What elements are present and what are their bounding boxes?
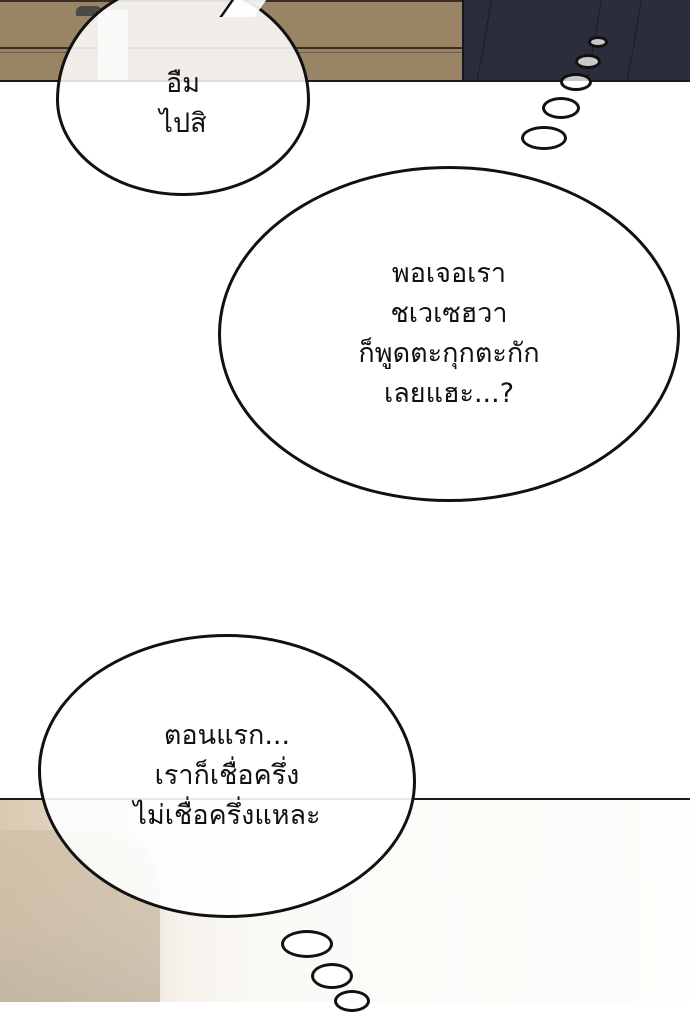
bubble-text-line: ชเวเซฮวา: [390, 298, 508, 329]
bubble-text-line: ไม่เชื่อครึ่งแหละ: [133, 800, 321, 831]
thought-dot: [560, 73, 592, 91]
thought-dot: [281, 930, 333, 958]
coat-fold: [626, 0, 643, 80]
dark-coat: [462, 0, 690, 80]
bubble-text-line: เลยแฮะ...?: [383, 378, 515, 409]
speech-bubble-1: อืม ไปสิ: [56, 0, 310, 196]
thought-bubble-3: ตอนแรก... เราก็เชื่อครึ่ง ไม่เชื่อครึ่งแ…: [38, 634, 416, 918]
thought-dot: [588, 36, 608, 48]
bubble-text-line: เราก็เชื่อครึ่ง: [154, 760, 300, 791]
bubble-text-line: พอเจอเรา: [391, 258, 507, 289]
bubble-text-line: ตอนแรก...: [163, 720, 291, 751]
thought-dot: [334, 990, 370, 1012]
thought-dot: [311, 963, 353, 989]
thought-dot: [542, 97, 580, 119]
cup-object: [76, 6, 102, 16]
bubble-text-line: ไปสิ: [159, 108, 207, 139]
thought-dot: [521, 126, 567, 150]
coat-fold: [476, 0, 493, 80]
thought-dot: [575, 54, 601, 69]
bubble-text-line: อืม: [165, 68, 200, 99]
thought-bubble-2: พอเจอเรา ชเวเซฮวา ก็พูดตะกุกตะกัก เลยแฮะ…: [218, 166, 680, 502]
bubble-tail: [219, 0, 270, 17]
bubble-text-line: ก็พูดตะกุกตะกัก: [358, 338, 540, 369]
